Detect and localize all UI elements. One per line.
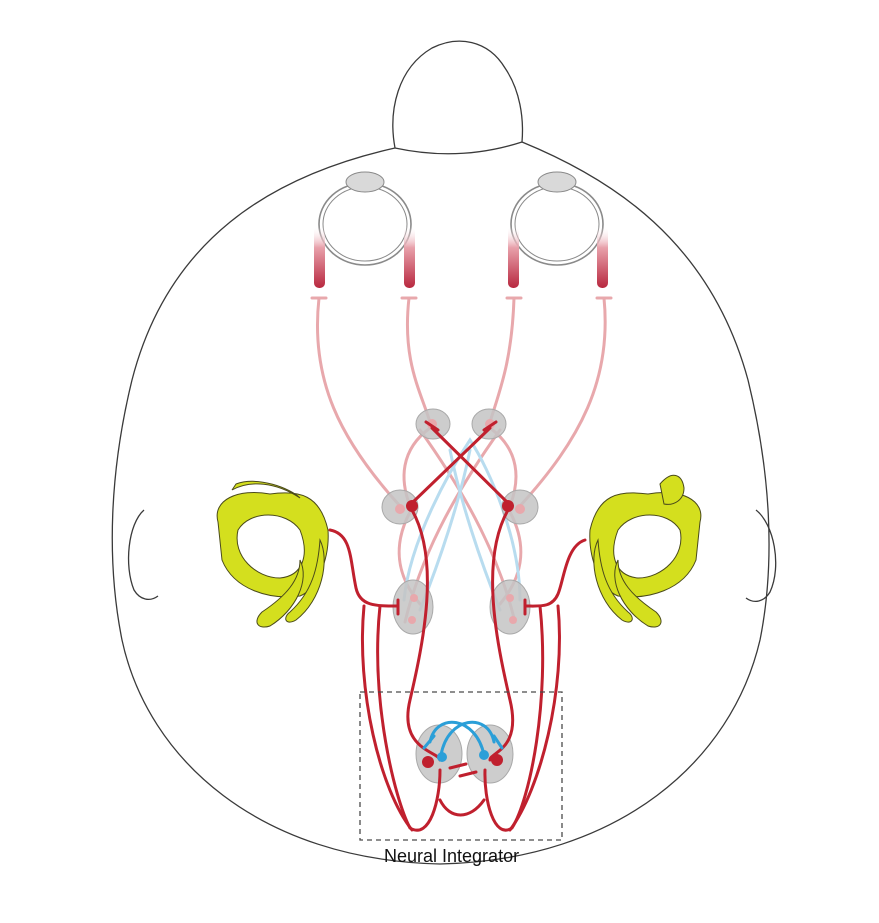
right-eye-muscle-medial [508,226,519,288]
left-eye-muscle-lateral [314,226,325,288]
faded-pathways [310,296,613,624]
neural-integrator-label: Neural Integrator [384,846,520,866]
right-eye-lens-icon [537,171,577,193]
right-semicircular-canals-icon [589,474,702,628]
active-cell-bodies [406,500,514,768]
left-eye-lens-icon [345,171,385,193]
left-eye-muscle-medial [404,226,415,288]
nose-line [394,141,523,155]
neural-integrator-box [359,691,563,841]
integrator-inhibitory-links [422,720,504,757]
left-eye [314,171,415,288]
head-outline [111,40,770,865]
active-pathways [328,420,587,832]
right-eye-muscle-lateral [597,226,608,288]
left-ear-outline [127,509,159,601]
right-eye [508,171,608,288]
right-ear-outline [745,509,777,603]
left-semicircular-canals-icon [216,480,329,628]
